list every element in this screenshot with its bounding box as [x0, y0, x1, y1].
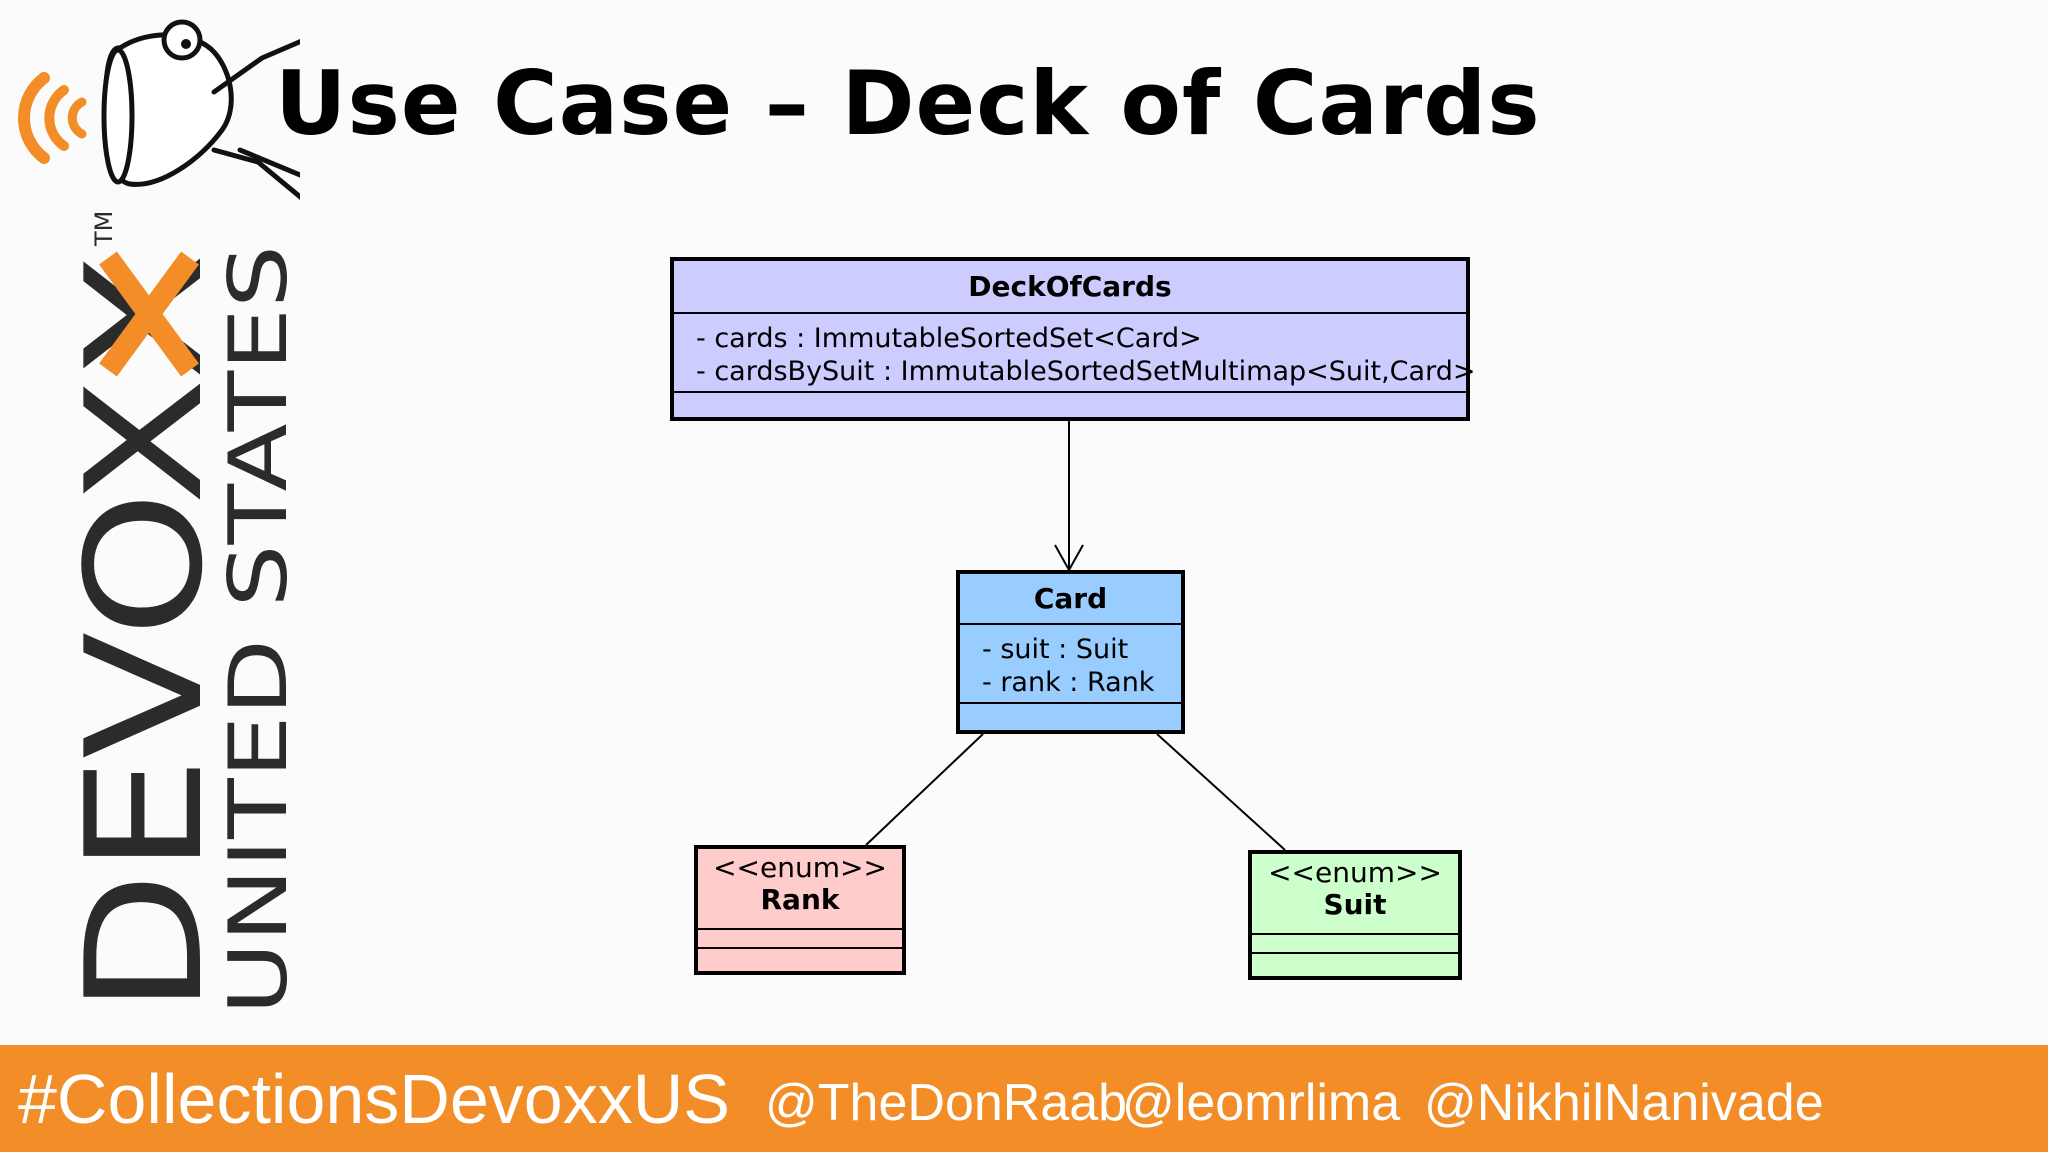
enum-header: <<enum>> Rank [698, 849, 902, 930]
devoxx-x-accent-icon [99, 251, 199, 377]
class-attributes: - suit : Suit - rank : Rank [960, 625, 1181, 704]
class-name: Rank [760, 883, 840, 916]
association-card-suit [1156, 733, 1286, 851]
stereotype-label: <<enum>> [1268, 856, 1442, 889]
attribute: - cards : ImmutableSortedSet<Card> [696, 323, 1202, 354]
sound-waves-icon [18, 72, 87, 164]
class-box-deckofcards: DeckOfCards - cards : ImmutableSortedSet… [670, 257, 1476, 421]
association-card-rank [865, 733, 984, 846]
class-box-card: Card - suit : Suit - rank : Rank [956, 570, 1185, 734]
class-name: DeckOfCards [674, 261, 1466, 314]
devoxx-logo: DEVOXX UNITED STATES TM [18, 19, 300, 1015]
enum-box-rank: <<enum>> Rank [694, 845, 906, 975]
attribute: - suit : Suit [982, 634, 1129, 665]
devoxx-logo-subtext: UNITED STATES [212, 245, 300, 1015]
devoxx-logo-text: DEVOXX [51, 255, 238, 1015]
class-attributes: - cards : ImmutableSortedSet<Card> - car… [674, 314, 1476, 393]
attributes-compartment [1252, 935, 1458, 954]
footer-bar: #CollectionsDevoxxUS @TheDonRaab @leomrl… [0, 1045, 2048, 1152]
hashtag: #CollectionsDevoxxUS [18, 1060, 730, 1138]
attribute: - cardsBySuit : ImmutableSortedSetMultim… [696, 356, 1476, 387]
stereotype-label: <<enum>> [713, 851, 887, 884]
class-name: Suit [1323, 888, 1387, 921]
enum-box-suit: <<enum>> Suit [1248, 850, 1462, 980]
class-name: Card [960, 574, 1181, 625]
slide-title: Use Case – Deck of Cards [275, 52, 1541, 155]
twitter-handle: @TheDonRaab [765, 1074, 1128, 1132]
enum-header: <<enum>> Suit [1252, 854, 1458, 935]
twitter-handle: @NikhilNanivade [1424, 1074, 1824, 1132]
megaphone-mascot-icon [101, 19, 300, 200]
twitter-handle: @leomrlima [1122, 1074, 1401, 1132]
attribute: - rank : Rank [982, 667, 1155, 698]
trademark-symbol: TM [90, 211, 118, 247]
attributes-compartment [698, 930, 902, 949]
